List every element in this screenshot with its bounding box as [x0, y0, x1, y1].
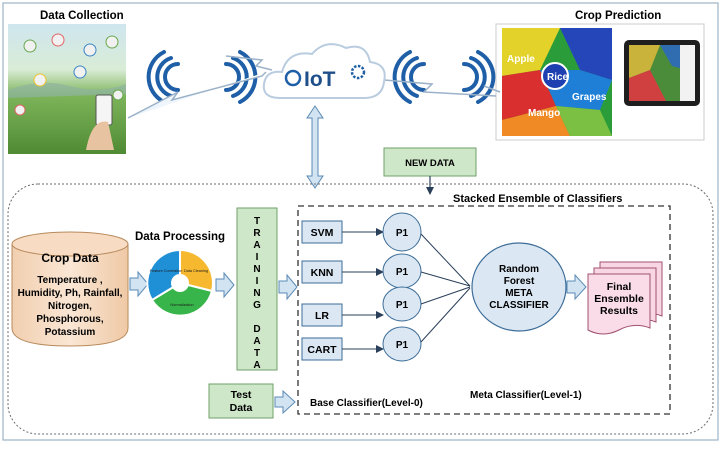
segment-normalization: Normalization [170, 303, 193, 307]
prediction-node-cart [382, 326, 422, 362]
data-collection-image [8, 24, 126, 154]
training-letter: R [253, 228, 261, 239]
crop-data-line-2: Humidity, Ph, Rainfall, [18, 288, 123, 299]
right-upper-bolt [483, 85, 501, 93]
data-processing-title: Data Processing [135, 231, 225, 243]
classifier-svm-label: SVM [311, 227, 334, 239]
system-boundary [7, 183, 714, 435]
iot-label: IoT [304, 68, 336, 91]
crop-label-apple: Apple [507, 54, 535, 65]
classifier-lr-label: LR [315, 310, 329, 322]
ensemble-title: Stacked Ensemble of Classifiers [453, 193, 622, 205]
prediction-label: P1 [396, 300, 409, 311]
right-wireless-icon [392, 50, 496, 104]
crop-label-grapes: Grapes [572, 92, 607, 103]
training-letter: N [253, 288, 260, 299]
tablet-icon [624, 40, 700, 106]
classifier-cart-label: CART [307, 344, 337, 356]
crop-data-cylinder [11, 231, 129, 347]
segment-data-cleaning: Data Cleaning [184, 269, 208, 273]
training-letter: T [254, 216, 260, 227]
base-classifier-label: Base Classifier(Level-0) [310, 398, 423, 409]
final-line-2: Ensemble [594, 293, 644, 305]
meta-classifier-node [471, 242, 567, 332]
crop-data-line-4: Phosphorous, [36, 314, 103, 325]
iot-bidirectional-arrow [306, 105, 324, 189]
test-to-classifiers-arrow [274, 389, 296, 415]
outer-frame [2, 2, 719, 441]
right-bolt-connector [359, 77, 497, 97]
processing-to-training-arrow [215, 271, 235, 299]
training-letter: A [253, 360, 260, 371]
crop-data-line-1: Temperature , [37, 275, 103, 286]
prediction-to-meta-lines [420, 233, 471, 343]
meta-to-final-arrow [566, 273, 587, 301]
left-bolt-connector [127, 71, 267, 119]
training-letter: I [256, 276, 259, 287]
new-data-label: NEW DATA [405, 158, 455, 169]
crop-data-line-3: Nitrogen, [48, 301, 92, 312]
training-letter: N [253, 264, 260, 275]
new-data-box [383, 147, 477, 177]
prediction-label: P1 [396, 228, 409, 239]
crop-label-rice: Rice [547, 72, 569, 83]
left-wireless-icon [146, 50, 258, 104]
crop-label-mango: Mango [528, 108, 560, 119]
meta-level-label: Meta Classifier(Level-1) [470, 390, 582, 401]
test-data-box [208, 383, 274, 419]
meta-line-1: Random [499, 264, 539, 275]
test-data-line-1: Test [231, 389, 252, 401]
prediction-node-svm [382, 212, 422, 252]
training-data-letters: T R A I N I N G D A T A [253, 216, 261, 371]
training-letter: A [253, 240, 260, 251]
prediction-label: P1 [396, 267, 409, 278]
segment-feature-correlation: Feature Correlation [150, 269, 183, 273]
training-letter: T [254, 348, 260, 359]
meta-line-4: CLASSIFIER [489, 300, 549, 311]
data-collection-title: Data Collection [40, 10, 124, 22]
classifier-knn-label: KNN [311, 267, 334, 279]
training-letter: D [253, 324, 260, 335]
crop-data-title: Crop Data [41, 251, 99, 265]
final-line-1: Final [607, 281, 632, 293]
training-letter: A [253, 336, 260, 347]
final-line-3: Results [600, 305, 638, 317]
test-data-line-2: Data [230, 402, 253, 414]
iot-cloud-icon: IoT [262, 43, 386, 99]
meta-line-2: Forest [504, 276, 535, 287]
training-to-classifiers-arrow [278, 273, 298, 301]
ensemble-box [297, 205, 671, 415]
left-upper-bolt [225, 55, 273, 71]
training-letter: G [253, 300, 261, 311]
crop-data-line-5: Potassium [45, 327, 96, 338]
prediction-label: P1 [396, 340, 409, 351]
crop-prediction-title: Crop Prediction [575, 10, 661, 22]
final-results-documents [587, 261, 663, 335]
training-letter: I [256, 252, 259, 263]
crop-prediction-image: Apple Rice Grapes Mango [495, 23, 705, 141]
crop-to-processing-arrow [129, 270, 149, 298]
meta-line-3: META [505, 288, 533, 299]
training-data-box [236, 207, 278, 371]
data-processing-pie [146, 248, 214, 317]
